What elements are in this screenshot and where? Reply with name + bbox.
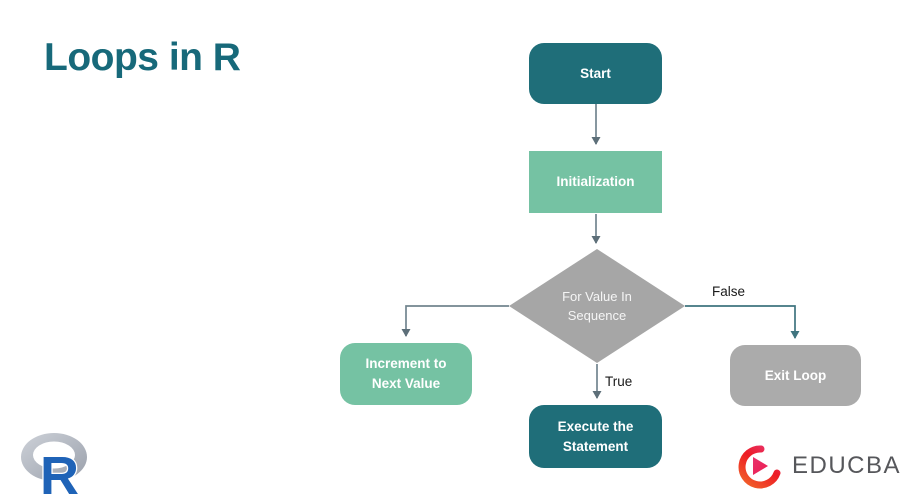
r-logo: R <box>21 433 87 500</box>
node-start-label: Start <box>580 65 611 81</box>
r-logo-letter: R <box>40 446 79 500</box>
node-increment-next-value: Increment to Next Value <box>340 343 472 405</box>
node-initialization-label: Initialization <box>556 174 635 190</box>
node-increment-label: Increment to Next Value <box>365 356 447 391</box>
node-start: Start <box>529 43 662 104</box>
educba-logo: EDUCBA <box>734 440 900 492</box>
edge-decision-to-increment <box>401 305 509 337</box>
educba-wordmark: EDUCBA <box>792 452 900 479</box>
node-execute-label: Execute the Statement <box>557 418 634 454</box>
educba-icon <box>738 445 781 489</box>
edge-label-true: True <box>605 374 633 389</box>
edge-decision-to-exit-loop <box>685 305 800 339</box>
decision-label: For Value In Sequence <box>562 288 632 324</box>
r-logo-ring <box>21 433 87 481</box>
node-initialization: Initialization <box>529 151 662 213</box>
node-exit-loop: Exit Loop <box>730 345 861 406</box>
node-exit-loop-label: Exit Loop <box>764 367 827 383</box>
edge-label-false: False <box>712 284 746 299</box>
node-execute-statement: Execute the Statement <box>529 405 662 468</box>
decision-diamond: For Value In Sequence <box>509 249 685 363</box>
page-title: Loops in R <box>44 36 241 79</box>
